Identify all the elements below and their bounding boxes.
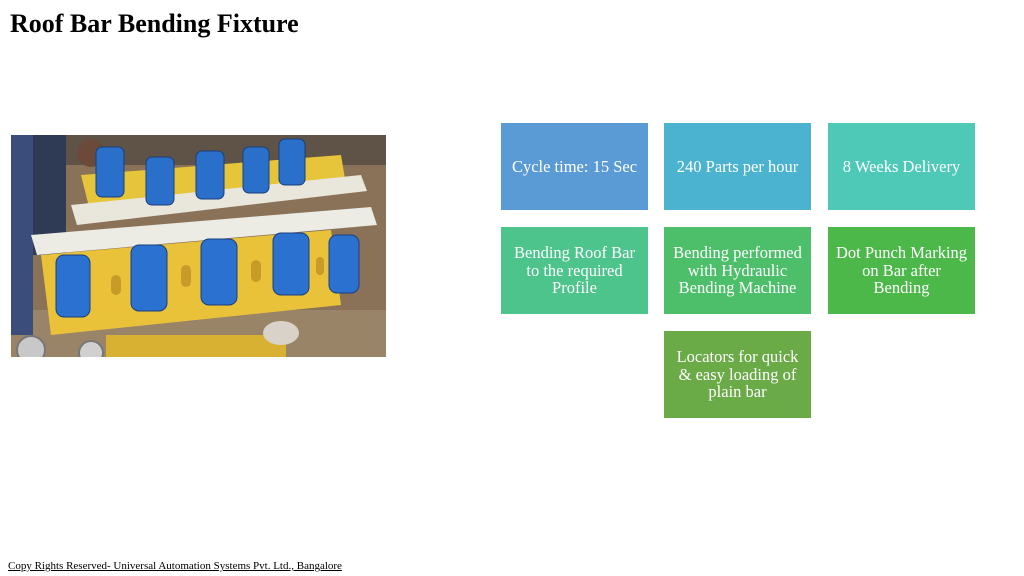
tile-bending-profile: Bending Roof Bar to the required Profile — [501, 227, 648, 314]
tile-hydraulic-bending-text: Bending performed with Hydraulic Bending… — [673, 243, 802, 298]
fixture-photo — [11, 135, 386, 357]
tile-delivery: 8 Weeks Delivery — [828, 123, 975, 210]
tile-bending-profile-text: Bending Roof Bar to the required Profile — [514, 243, 635, 298]
tile-dot-punch: Dot Punch Marking on Bar after Bending — [828, 227, 975, 314]
tile-parts-per-hour: 240 Parts per hour — [664, 123, 811, 210]
tile-cycle-time-text: Cycle time: 15 Sec — [511, 156, 638, 176]
tile-dot-punch-text: Dot Punch Marking on Bar after Bending — [835, 243, 968, 298]
slide-title: Roof Bar Bending Fixture — [10, 9, 299, 38]
tile-hydraulic-bending: Bending performed with Hydraulic Bending… — [664, 227, 811, 314]
tile-parts-per-hour-text: 240 Parts per hour — [676, 156, 799, 176]
fixture-illustration — [11, 135, 386, 357]
copyright-footer: Copy Rights Reserved- Universal Automati… — [8, 560, 342, 572]
tile-locators: Locators for quick & easy loading of pla… — [664, 331, 811, 418]
tile-cycle-time: Cycle time: 15 Sec — [501, 123, 648, 210]
tile-delivery-text: 8 Weeks Delivery — [842, 156, 961, 176]
tile-locators-text: Locators for quick & easy loading of pla… — [676, 347, 799, 402]
